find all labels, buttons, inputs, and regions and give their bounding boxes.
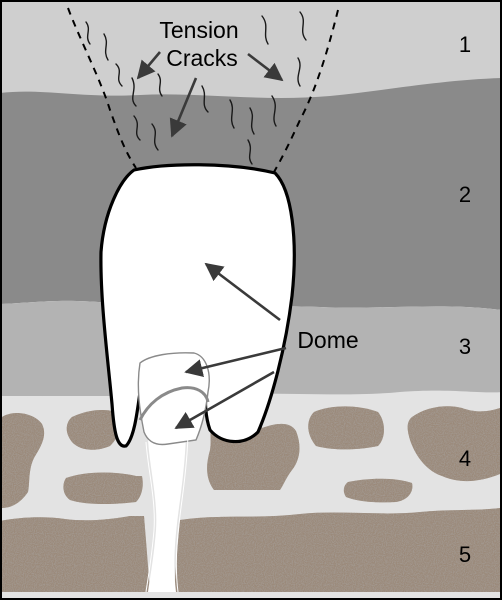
crack: [133, 115, 141, 141]
arrow-dome-inner: [184, 346, 287, 378]
conduit-edge: [145, 429, 189, 593]
rock-block: [2, 413, 45, 508]
crack: [271, 95, 277, 127]
rock-block: [0, 516, 150, 592]
label-cracks: Cracks: [166, 45, 238, 71]
rock-block: [407, 406, 500, 482]
label-dome: Dome: [297, 327, 358, 353]
layer-number-3: 3: [459, 334, 471, 359]
layer-number-1: 1: [459, 32, 471, 57]
arrow-dome-conduit: [174, 370, 275, 430]
rock-block: [66, 409, 121, 450]
rock-block: [343, 478, 413, 503]
crack: [151, 123, 159, 151]
crack-boundary-right: [273, 9, 339, 173]
crack: [131, 77, 137, 107]
crack: [103, 33, 109, 61]
layer-number-2: 2: [459, 182, 471, 207]
layer-number-4: 4: [459, 446, 471, 471]
crack: [249, 107, 255, 135]
layer-number-5: 5: [459, 542, 471, 567]
crack: [297, 57, 301, 87]
arrow-tension-center: [169, 77, 198, 138]
conduit: [148, 430, 186, 592]
arrow-dome-main: [204, 262, 281, 322]
crack: [201, 85, 209, 113]
crack: [85, 21, 91, 45]
inner-dome: [137, 352, 210, 446]
label-tension: Tension: [159, 17, 238, 43]
crack: [247, 139, 253, 165]
crack: [157, 73, 163, 97]
crack: [229, 99, 235, 129]
crack-boundary-left: [67, 7, 137, 169]
crack: [299, 11, 307, 41]
crack: [115, 63, 123, 87]
inner-dome-cap: [138, 386, 210, 421]
rock-block: [174, 508, 500, 592]
arrow-tension-left: [136, 51, 161, 80]
arrows: [136, 51, 287, 430]
crack: [261, 15, 269, 45]
arrow-tension-right: [247, 52, 284, 82]
tension-cracks: [85, 11, 307, 165]
rock-block: [63, 472, 143, 505]
rock-block: [308, 406, 384, 450]
